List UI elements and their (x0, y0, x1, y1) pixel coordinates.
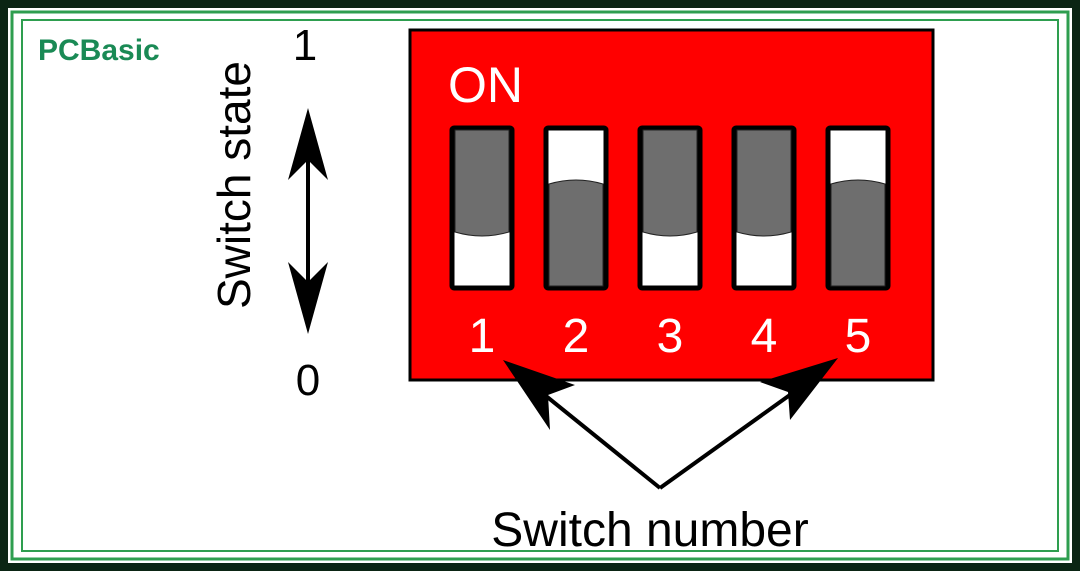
switch-number-label: 2 (563, 310, 590, 363)
dip-switch-2[interactable]: 2 (543, 125, 609, 363)
pcbasic-logo: PCBasic (38, 34, 160, 67)
state-high-label: 1 (293, 21, 317, 70)
switch-state-axis-title: Switch state (208, 61, 260, 309)
dip-switch-4[interactable]: 4 (731, 125, 797, 363)
frame-line-inner (21, 19, 1059, 552)
pointer-arrows-icon (503, 358, 838, 490)
switch-actuator[interactable] (642, 129, 698, 237)
dip-switch-5[interactable]: 5 (825, 125, 891, 363)
switch-number-label: 4 (751, 310, 778, 363)
dip-switch-3[interactable]: 3 (637, 125, 703, 363)
switch-number-label: 5 (845, 310, 872, 363)
on-label: ON (448, 57, 523, 113)
switch-number-label: 1 (469, 310, 496, 363)
switch-number-caption: Switch number (491, 504, 808, 557)
state-low-label: 0 (296, 356, 320, 405)
switch-number-label: 3 (657, 310, 684, 363)
switch-actuator[interactable] (454, 129, 510, 237)
frame-line-outer (10, 10, 1070, 561)
switch-actuator[interactable] (548, 179, 604, 287)
double-arrow-icon (288, 108, 328, 334)
switch-actuator[interactable] (736, 129, 792, 237)
dip-switch-1[interactable]: 1 (449, 125, 515, 363)
switch-actuator[interactable] (830, 179, 886, 287)
